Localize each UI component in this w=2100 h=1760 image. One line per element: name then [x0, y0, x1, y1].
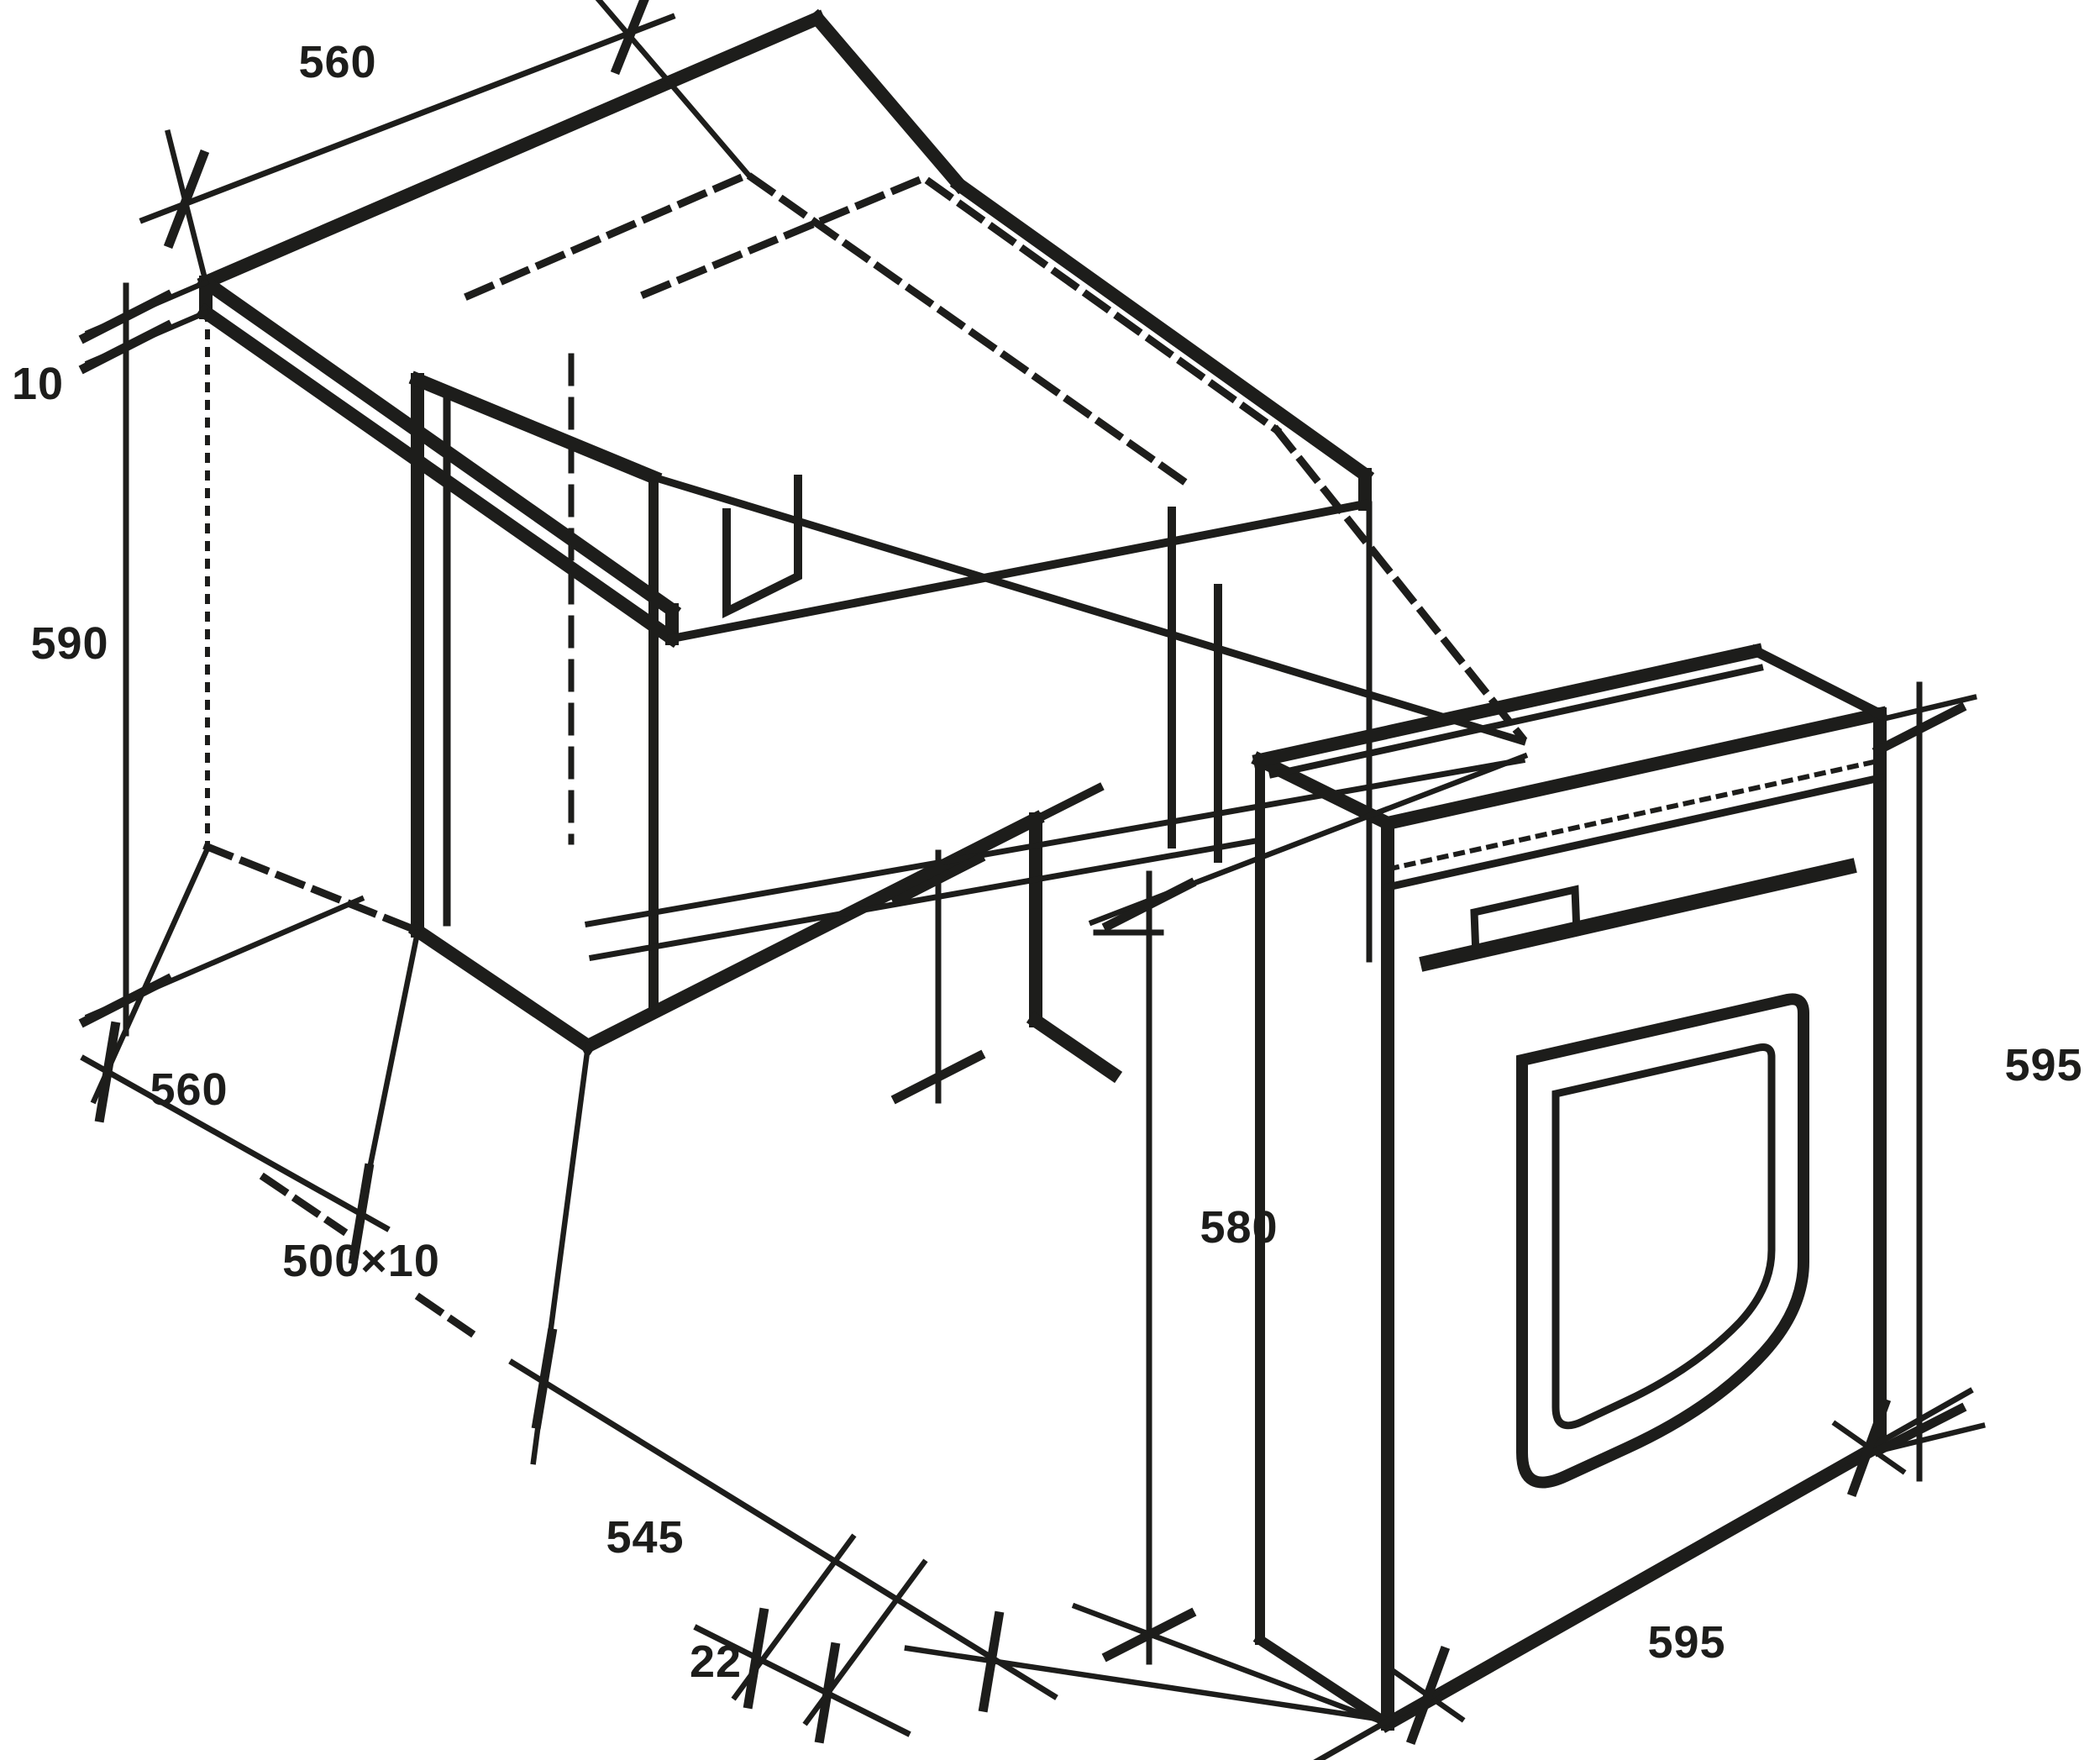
dim-label-oven-height: 595 — [2004, 1040, 2083, 1090]
dim-label-side-depth: 560 — [150, 1064, 228, 1115]
hidden-edges — [202, 170, 1528, 1338]
oven-door-window — [1516, 993, 1809, 1489]
dim-label-bottom-depth: 545 — [606, 1512, 685, 1563]
dim-label-door-clearance: 22 — [689, 1637, 743, 1687]
dim-label-insert-height: 580 — [1200, 1202, 1278, 1253]
dimension-lines — [80, 13, 1974, 1760]
dim-label-worktop-thickness: 10 — [11, 359, 65, 409]
dim-label-base-cutout: 500×10 — [282, 1236, 440, 1286]
countertop-outline — [196, 8, 1375, 649]
dim-label-niche-height: 590 — [30, 618, 109, 669]
oven-door-handle — [1419, 858, 1857, 972]
dim-label-oven-width: 595 — [1647, 1617, 1726, 1668]
dimension-ticks — [78, 0, 1967, 1746]
dim-label-top-width: 560 — [298, 37, 377, 87]
oven-control-panel — [1383, 758, 1885, 972]
oven-outline — [1251, 643, 1889, 1733]
cabinet-outline — [407, 370, 1527, 1084]
